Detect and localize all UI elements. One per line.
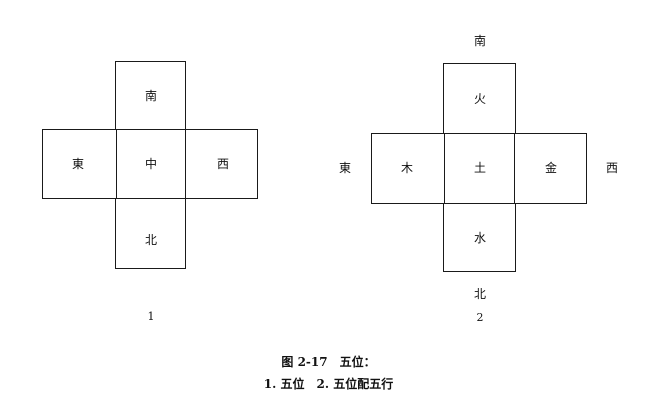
fig2-south-box — [443, 203, 516, 272]
fig1-center-label: 中 — [144, 157, 158, 171]
figure-caption-title: 图 2-17 五位： — [281, 355, 376, 369]
figure-caption-subtitle: 1. 五位 2. 五位配五行 — [263, 377, 394, 391]
fig2-outer-west-label: 東 — [338, 161, 352, 175]
fig2-fire-label: 火 — [473, 92, 487, 106]
fig2-water-label: 水 — [473, 231, 487, 245]
fig2-wood-label: 木 — [400, 161, 414, 175]
fig2-earth-label: 土 — [473, 161, 487, 175]
fig2-metal-label: 金 — [544, 161, 558, 175]
fig1-north-box — [115, 61, 186, 130]
fig1-west-label: 東 — [71, 157, 85, 171]
fig1-west-box — [42, 129, 117, 199]
fig2-outer-east-label: 西 — [605, 161, 619, 175]
fig2-outer-north-label: 南 — [473, 34, 487, 48]
fig2-west-box — [371, 133, 445, 204]
fig1-south-label: 北 — [144, 233, 158, 247]
fig2-east-box — [514, 133, 587, 204]
fig1-number: 1 — [147, 310, 155, 323]
fig2-number: 2 — [476, 311, 484, 324]
fig1-east-label: 西 — [216, 157, 230, 171]
fig2-north-box — [443, 63, 516, 134]
fig1-north-label: 南 — [144, 89, 158, 103]
fig1-east-box — [185, 129, 258, 199]
fig1-south-box — [115, 198, 186, 269]
fig2-outer-south-label: 北 — [473, 287, 487, 301]
